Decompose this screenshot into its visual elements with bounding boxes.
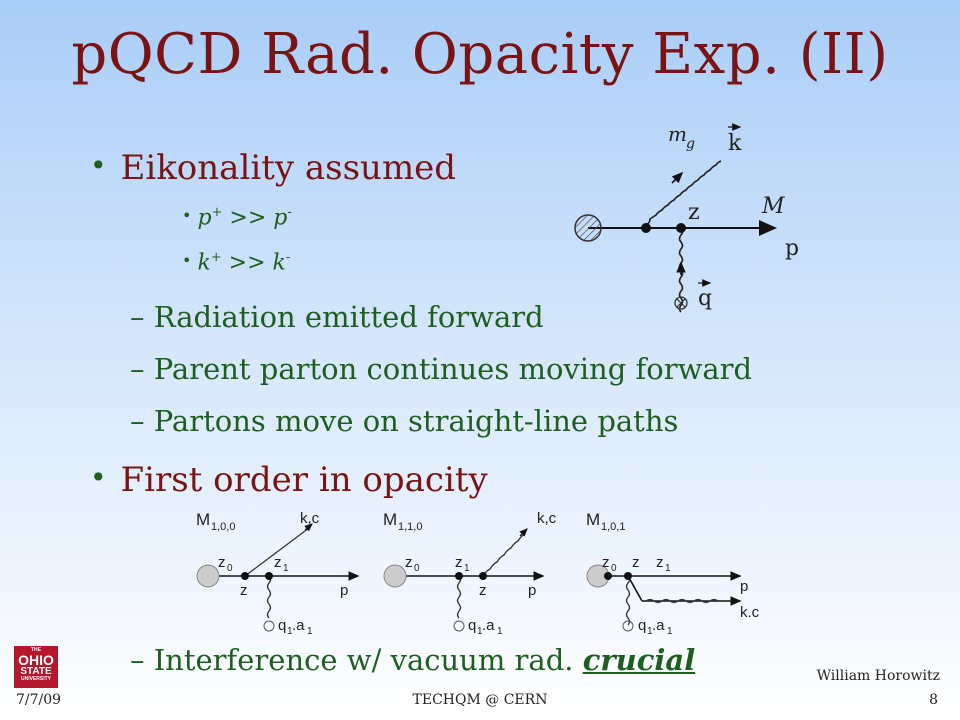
source-blob <box>196 564 220 588</box>
dash-parent-parton-text: Parent parton continues moving forward <box>153 352 753 386</box>
source-blob <box>574 214 602 242</box>
dash-interference: – Interference w/ vacuum rad. crucial <box>130 643 696 677</box>
diagram-label: M <box>586 510 600 529</box>
label-a: .a <box>652 617 665 634</box>
label-z: z <box>479 582 487 599</box>
vertex <box>641 223 651 233</box>
feynman-diagram-m110: M 1,1,0 z 0 z 1 z p k,c q 1 .a 1 <box>383 510 557 635</box>
label-kc: k.c <box>740 604 760 621</box>
label-p: p <box>528 582 536 599</box>
scattering-center <box>674 296 688 310</box>
label-z: z <box>240 582 248 599</box>
diagram-label: M <box>196 510 210 529</box>
diagram-label-sub: 1,0,1 <box>601 521 625 533</box>
diagram-label-sub: 1,0,0 <box>211 521 235 533</box>
slide-title: pQCD Rad. Opacity Exp. (II) <box>71 22 889 87</box>
label-q: q <box>278 617 286 634</box>
subbullet-k: •k+ >> k- <box>182 250 290 275</box>
bullet-eikonality: • Eikonality assumed <box>90 148 456 188</box>
bullet-dot: • <box>182 251 192 271</box>
footer-author: William Horowitz <box>816 668 940 684</box>
logo-text: STATE <box>20 666 52 677</box>
label-g-subscript: g <box>686 136 695 152</box>
symbol-p: p <box>273 205 288 231</box>
label-sub: 1 <box>497 626 503 635</box>
symbol-p: p <box>197 205 212 231</box>
bullet-first-order: • First order in opacity <box>90 460 488 500</box>
label-z: z <box>688 200 700 225</box>
feynman-diagram-m101: M 1,0,1 z 0 z z 1 p k.c q 1 .a 1 <box>586 510 760 635</box>
label-M: M <box>761 194 785 219</box>
label-sub: 1 <box>477 626 483 635</box>
label-q: q <box>638 617 646 634</box>
vertex <box>676 223 686 233</box>
label-q: q <box>468 617 476 634</box>
feynman-diagram-main: m g k z M p q <box>574 122 799 313</box>
label-sub: 0 <box>414 563 420 574</box>
ohio-state-logo: THE OHIO STATE UNIVERSITY <box>14 646 58 688</box>
label-a: .a <box>292 617 305 634</box>
label-z: z <box>632 554 640 571</box>
label-z0: z <box>405 554 413 571</box>
label-kc: k,c <box>537 510 557 527</box>
crucial-emphasis: crucial <box>582 643 696 677</box>
symbol-k: k <box>197 250 211 276</box>
label-sub: 0 <box>227 563 233 574</box>
dash-parent-parton: – Parent parton continues moving forward <box>130 352 753 386</box>
label-kc: k,c <box>300 510 320 527</box>
label-q: q <box>698 286 712 311</box>
bullet-dot: • <box>90 461 107 494</box>
label-z0: z <box>602 554 610 571</box>
bullet-eikonality-text: Eikonality assumed <box>120 148 457 188</box>
bullet-dot: • <box>90 149 107 182</box>
feynman-diagram-m100: M 1,0,0 z 0 z 1 z p k,c q 1 .a 1 <box>196 510 360 635</box>
bullet-dot: • <box>182 206 192 226</box>
label-sub: 1 <box>647 626 653 635</box>
footer-event: TECHQM @ CERN <box>412 692 548 708</box>
label-z0: z <box>218 554 226 571</box>
label-z1: z <box>455 554 463 571</box>
dash-interference-text: Interference w/ vacuum rad. <box>153 643 583 677</box>
label-sub: 1 <box>667 626 673 635</box>
label-sub: 1 <box>287 626 293 635</box>
label-sub: 0 <box>611 563 617 574</box>
label-mg: m <box>668 122 687 146</box>
operator: >> <box>221 250 273 276</box>
diagram-label-sub: 1,1,0 <box>398 521 422 533</box>
label-sub: 1 <box>283 563 289 574</box>
superscript: - <box>285 250 291 265</box>
footer-page-number: 8 <box>929 692 938 708</box>
bullet-first-order-text: First order in opacity <box>120 460 488 500</box>
label-p: p <box>340 582 348 599</box>
label-a: .a <box>482 617 495 634</box>
footer-date: 7/7/09 <box>16 692 62 708</box>
superscript: + <box>211 205 223 220</box>
superscript: - <box>287 205 292 220</box>
superscript: + <box>210 250 222 265</box>
logo-text: OHIO <box>18 652 54 668</box>
symbol-k: k <box>272 250 286 276</box>
logo-text: UNIVERSITY <box>20 676 51 682</box>
label-p: p <box>785 236 799 261</box>
diagram-label: M <box>383 510 397 529</box>
operator: >> <box>222 205 274 231</box>
dash-straight-line-text: Partons move on straight-line paths <box>153 404 679 438</box>
label-p: p <box>740 578 748 595</box>
dash-radiation-text: Radiation emitted forward <box>153 300 544 334</box>
dash-radiation: – Radiation emitted forward <box>130 300 544 334</box>
logo-text: THE <box>31 647 41 653</box>
label-sub: 1 <box>464 563 470 574</box>
subbullet-p: •p+ >> p- <box>182 205 292 230</box>
label-z1: z <box>656 554 664 571</box>
dash-straight-line: – Partons move on straight-line paths <box>130 404 679 438</box>
label-k: k <box>728 131 742 156</box>
label-z1: z <box>274 554 282 571</box>
label-sub: 1 <box>307 626 313 635</box>
label-sub: 1 <box>665 563 671 574</box>
gluon-emitted <box>645 160 722 226</box>
